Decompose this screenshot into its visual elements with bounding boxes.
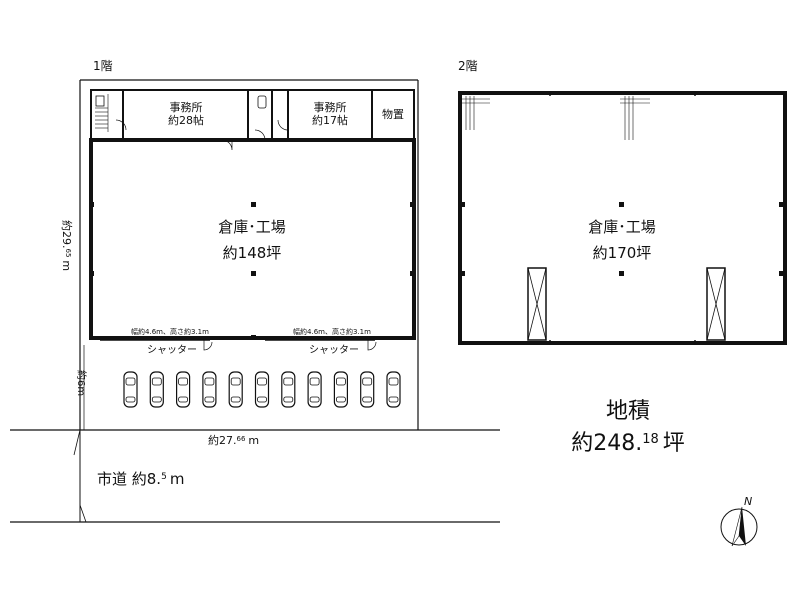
- parked-car-icon: [202, 371, 217, 408]
- parked-car-icon: [360, 371, 375, 408]
- storage-label: 物置: [382, 107, 404, 121]
- shutter-1-spec: 幅約4.6m、高さ約3.1m: [131, 327, 209, 336]
- parking-spaces: [123, 371, 401, 408]
- parked-car-icon: [281, 371, 296, 408]
- parked-car-icon: [333, 371, 348, 408]
- office-b-name: 事務所: [314, 100, 347, 114]
- shutter-1-label: シャッター: [147, 344, 197, 356]
- floor1-shutters: [100, 339, 377, 351]
- north-compass-icon: [720, 506, 758, 547]
- floor1-columns: [89, 202, 415, 340]
- parked-car-icon: [254, 371, 270, 408]
- floor2-label: 2階: [458, 58, 478, 73]
- shutter-2-label: シャッター: [309, 344, 359, 356]
- front-dimension: 約6m: [75, 370, 88, 396]
- dimension-lines: [83, 345, 200, 431]
- office-b-size: 約17帖: [312, 113, 348, 127]
- parked-car-icon: [176, 371, 191, 408]
- floor2-warehouse-name: 倉庫･工場: [588, 218, 656, 236]
- floor1-building: [89, 89, 416, 340]
- parked-car-icon: [386, 371, 401, 408]
- floor1-warehouse-area: 約148坪: [223, 244, 282, 262]
- office-a-name: 事務所: [170, 100, 203, 114]
- land-area-label: 地積: [606, 399, 650, 424]
- north-label: N: [744, 495, 752, 508]
- parked-car-icon: [149, 371, 164, 408]
- road-lines: [10, 429, 500, 523]
- depth-dimension: 約29.65m: [60, 220, 74, 271]
- floor2-warehouse-area: 約170坪: [593, 244, 652, 262]
- office-a-size: 約28帖: [168, 113, 204, 127]
- floor1-label: 1階: [93, 58, 113, 73]
- floor2-columns: [460, 202, 784, 276]
- parked-car-icon: [228, 371, 243, 408]
- parked-car-icon: [307, 371, 322, 408]
- floor1-warehouse-name: 倉庫･工場: [218, 218, 286, 236]
- parked-car-icon: [123, 371, 138, 408]
- floor2-building: [458, 91, 787, 345]
- shutter-2-spec: 幅約4.6m、高さ約3.1m: [293, 327, 371, 336]
